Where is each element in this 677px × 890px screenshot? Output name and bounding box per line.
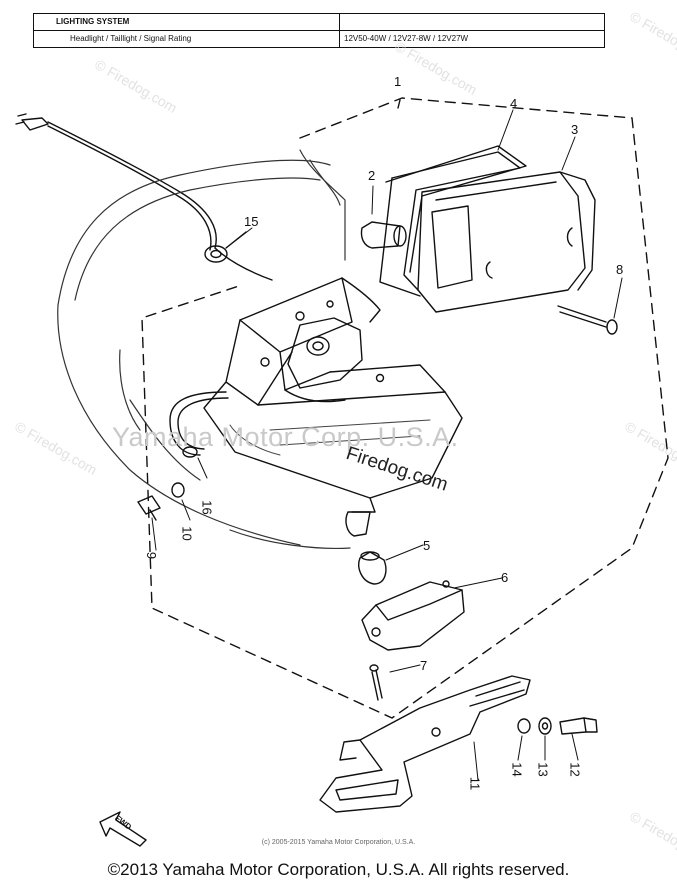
lighting-spec-table: LIGHTING SYSTEM Headlight / Taillight / …: [33, 13, 605, 48]
bulb-5: [358, 551, 387, 585]
cable-16: [169, 391, 229, 458]
callout-4: 4: [510, 96, 518, 111]
callout-13: 13: [535, 762, 551, 777]
license-bracket-11: [319, 675, 531, 813]
callout-16: 16: [199, 500, 215, 515]
license-lamp-cover-6: [361, 580, 465, 651]
callout-14: 14: [509, 762, 525, 777]
callout-5: 5: [423, 538, 431, 553]
callout-6: 6: [501, 570, 509, 585]
socket-plug: [345, 511, 371, 537]
assembly-boundary: [141, 97, 669, 719]
callout-2: 2: [368, 168, 376, 183]
spec-rating-value: 12V50-40W / 12V27-8W / 12V27W: [344, 34, 469, 43]
callout-8: 8: [616, 262, 624, 277]
spec-header-row: LIGHTING SYSTEM: [34, 14, 604, 31]
nut-13: [538, 717, 552, 735]
callout-15: 15: [244, 214, 259, 229]
screw-9: [137, 495, 161, 521]
rear-fender: [57, 149, 351, 550]
callout-7: 7: [420, 658, 428, 673]
taillight-base: [203, 277, 463, 513]
bolt-12: [559, 717, 598, 735]
callout-10: 10: [179, 526, 195, 541]
wire-harness: [15, 113, 273, 281]
lens-bar: [229, 419, 431, 456]
leader-1: [397, 99, 401, 109]
callout-1: 1: [394, 74, 402, 89]
copyright-main: ©2013 Yamaha Motor Corporation, U.S.A. A…: [107, 860, 570, 879]
screw-8: [557, 305, 618, 335]
screw-7: [369, 664, 383, 701]
gasket-4: [379, 145, 527, 297]
yamaha-watermark: Yamaha Motor Corp. U.S.A.: [112, 422, 459, 452]
callout-3: 3: [571, 122, 579, 137]
lens-3: [417, 171, 596, 313]
leader-lines: [151, 109, 623, 781]
washer-14: [517, 718, 531, 734]
fwd-arrow: [99, 811, 147, 847]
copyright-small: (c) 2005-2015 Yamaha Motor Corporation, …: [261, 839, 416, 846]
spec-rating-label: Headlight / Taillight / Signal Rating: [34, 31, 340, 47]
callout-11: 11: [467, 776, 483, 791]
spec-rating-row: Headlight / Taillight / Signal Rating 12…: [34, 31, 604, 47]
spec-title: LIGHTING SYSTEM: [34, 14, 340, 30]
callout-9: 9: [144, 551, 160, 560]
bulb-2: [360, 221, 407, 249]
washer-10: [171, 482, 185, 498]
callout-12: 12: [567, 762, 583, 777]
